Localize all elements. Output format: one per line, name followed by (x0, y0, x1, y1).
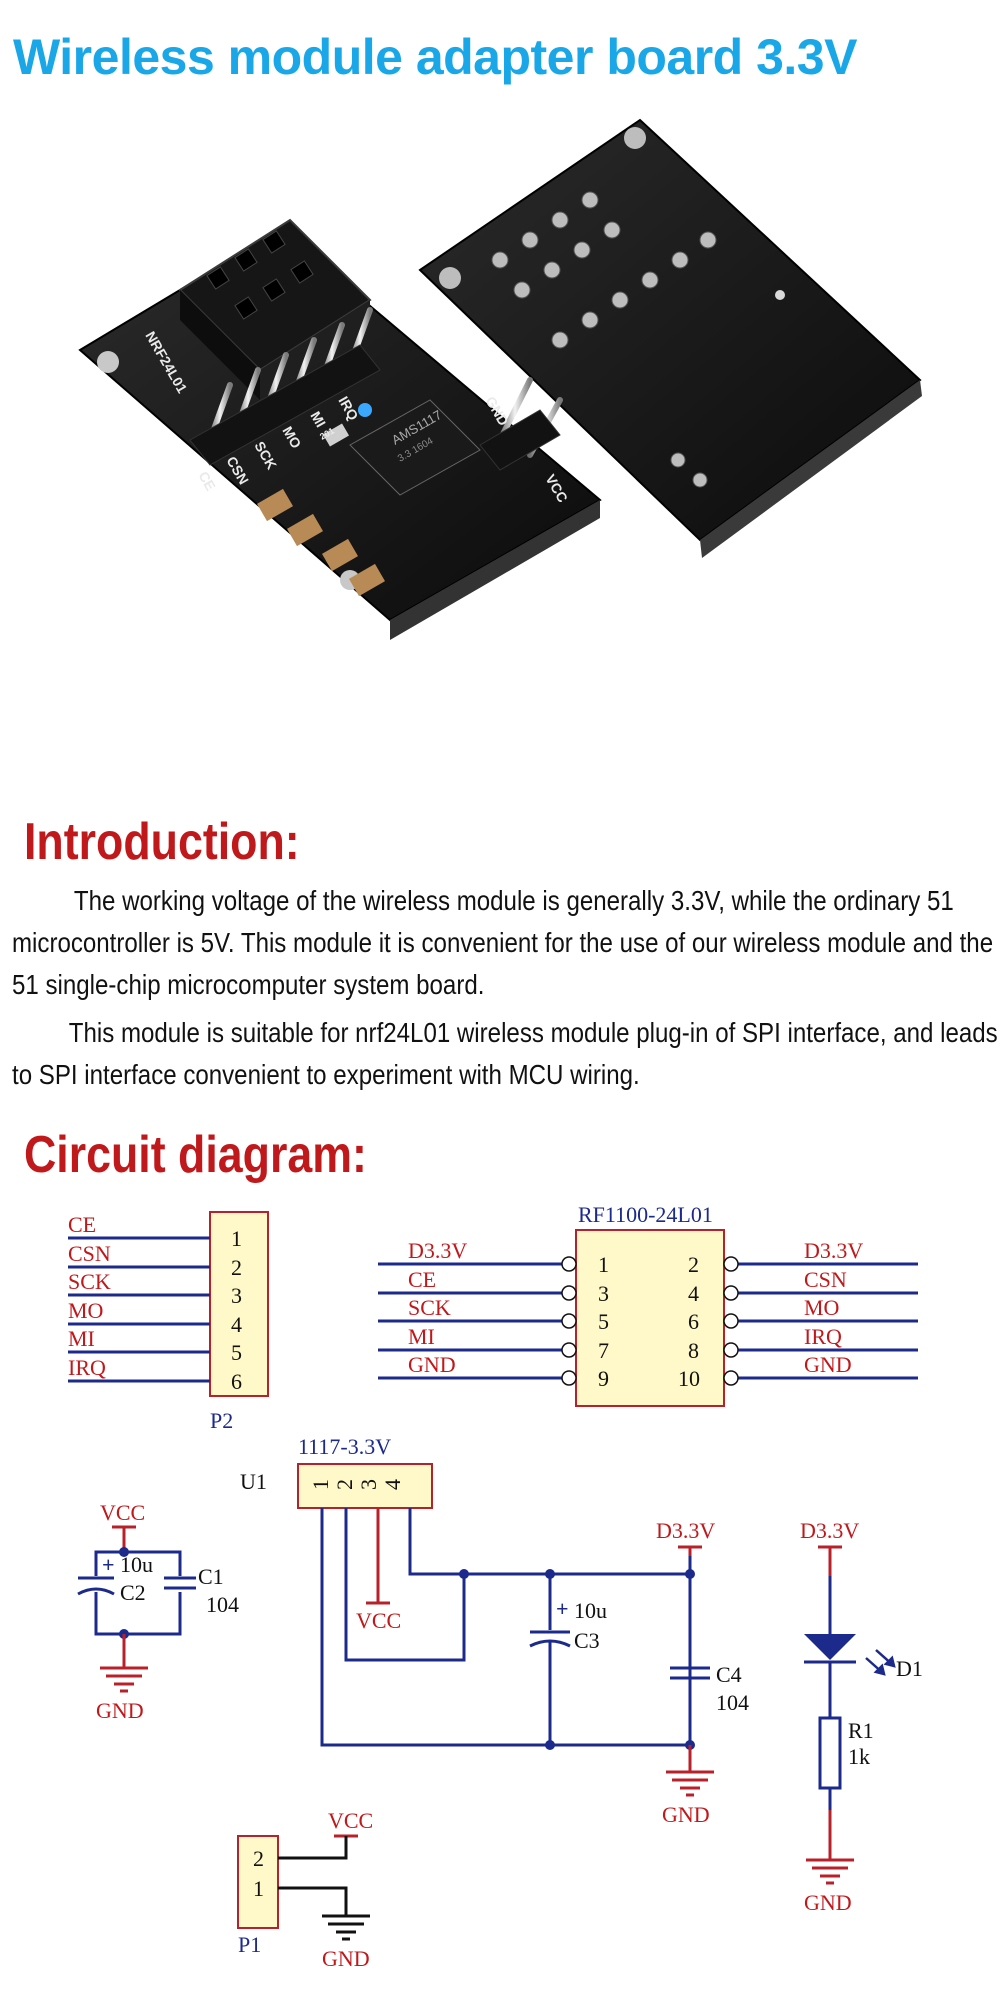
d1-name: D1 (896, 1656, 923, 1681)
rf-left-signal-1: D3.3V (408, 1238, 467, 1263)
p2-signal-mi: MI (68, 1326, 95, 1351)
p1-gnd-label: GND (322, 1946, 370, 1971)
d1-diode-icon (804, 1634, 856, 1660)
p1-pin-2: 2 (253, 1846, 264, 1871)
c4-gnd-label: GND (662, 1802, 710, 1827)
rf-left-signal-7: MI (408, 1324, 435, 1349)
p2-signal-ce: CE (68, 1212, 96, 1237)
p2-pin-2: 2 (231, 1255, 242, 1280)
board-front: AMS1117 3.3 1604 NRF24L01 CE CSN SCK MO … (78, 218, 602, 640)
led-resistor-branch: D3.3V D1 R1 1k GND (800, 1518, 923, 1915)
rf-right-signal-10: GND (804, 1352, 852, 1377)
c3-name: C3 (574, 1628, 600, 1653)
c4-name: C4 (716, 1662, 742, 1687)
rf-left-signal-9: GND (408, 1352, 456, 1377)
u1-pin-1: 1 (308, 1479, 333, 1490)
rf-pin-1: 1 (598, 1252, 609, 1277)
c4-capacitor: D3.3V C4 104 GND (656, 1518, 749, 1827)
c1-name: C1 (198, 1564, 224, 1589)
rf-pin-8: 8 (688, 1338, 699, 1363)
c3-value: 10u (574, 1598, 607, 1623)
r1-name: R1 (848, 1718, 874, 1743)
p1-name: P1 (238, 1932, 261, 1957)
c2-polarity: + (102, 1552, 115, 1577)
rf-pin-3: 3 (598, 1281, 609, 1306)
p2-pin-1: 1 (231, 1226, 242, 1251)
led-gnd-label: GND (804, 1890, 852, 1915)
r1-value: 1k (848, 1744, 870, 1769)
rf-pin-5: 5 (598, 1309, 609, 1334)
rf-pin-7: 7 (598, 1338, 609, 1363)
rf-left-signal-5: SCK (408, 1295, 451, 1320)
board-back (418, 118, 922, 558)
silk-ce: CE (195, 469, 219, 494)
intro-heading: Introduction: (24, 813, 300, 871)
c3-polarity: + (556, 1596, 569, 1621)
p2-signal-mo: MO (68, 1298, 103, 1323)
p2-signal-irq: IRQ (68, 1355, 106, 1380)
rf-right-signal-8: IRQ (804, 1324, 842, 1349)
c1-value: 104 (206, 1592, 239, 1617)
input-vcc-label: VCC (100, 1500, 145, 1525)
p1-pin-1: 1 (253, 1876, 264, 1901)
input-capacitors: VCC + 10u C2 C1 104 GND (77, 1500, 239, 1723)
rf-module-connector: RF1100-24L01 D3.3V CE SCK MI GND D3.3V C… (378, 1202, 918, 1407)
rf-pin-9: 9 (598, 1366, 609, 1391)
rf-right-signal-2: D3.3V (804, 1238, 863, 1263)
female-header-socket (178, 218, 372, 400)
p2-pin-4: 4 (231, 1312, 242, 1337)
rf-right-signal-4: CSN (804, 1267, 847, 1292)
rf-right-signal-6: MO (804, 1295, 839, 1320)
p2-name: P2 (210, 1408, 233, 1433)
rf-pin-10: 10 (678, 1366, 700, 1391)
led-d33-label: D3.3V (800, 1518, 859, 1543)
c3-capacitor: + 10u C3 (529, 1574, 607, 1745)
p1-vcc-label: VCC (328, 1808, 373, 1833)
circuit-diagram: CE CSN SCK MO MI IRQ 1 2 3 4 5 6 P2 RF11… (68, 1202, 923, 1971)
c4-d33-label: D3.3V (656, 1518, 715, 1543)
c2-name: C2 (120, 1580, 146, 1605)
regulator-chip: AMS1117 3.3 1604 (349, 399, 481, 496)
input-gnd-label: GND (96, 1698, 144, 1723)
circuit-heading: Circuit diagram: (24, 1126, 367, 1184)
rf-left-signal-3: CE (408, 1267, 436, 1292)
rf-pin-6: 6 (688, 1309, 699, 1334)
page-title: Wireless module adapter board 3.3V (13, 29, 857, 85)
p2-connector: CE CSN SCK MO MI IRQ 1 2 3 4 5 6 P2 (68, 1211, 269, 1433)
p2-pin-6: 6 (231, 1369, 242, 1394)
smd-capacitors (257, 423, 385, 597)
c4-value: 104 (716, 1690, 749, 1715)
u1-part: 1117-3.3V (298, 1434, 391, 1459)
led-indicator (358, 403, 372, 417)
product-photo: AMS1117 3.3 1604 NRF24L01 CE CSN SCK MO … (78, 118, 922, 640)
rf-module-name: RF1100-24L01 (578, 1202, 713, 1227)
u1-regulator: 1117-3.3V U1 1 2 3 4 VCC (240, 1434, 695, 1750)
p1-connector: VCC 2 1 GND P1 (237, 1808, 373, 1971)
u1-pin-3: 3 (356, 1479, 381, 1490)
p2-signal-sck: SCK (68, 1269, 111, 1294)
rf-pin-2: 2 (688, 1252, 699, 1277)
p2-signal-csn: CSN (68, 1241, 111, 1266)
p2-pin-3: 3 (231, 1283, 242, 1308)
rf-pin-4: 4 (688, 1281, 699, 1306)
intro-paragraph-1: The working voltage of the wireless modu… (12, 885, 994, 1000)
intro-paragraph-2: This module is suitable for nrf24L01 wir… (12, 1017, 998, 1090)
u1-pin-2: 2 (332, 1479, 357, 1490)
silk-mi: MI (307, 409, 329, 430)
p2-pin-5: 5 (231, 1340, 242, 1365)
u1-vcc-label: VCC (356, 1608, 401, 1633)
u1-name: U1 (240, 1469, 267, 1494)
c2-value: 10u (120, 1552, 153, 1577)
intro-text: The working voltage of the wireless modu… (12, 880, 1000, 1096)
back-solder-pads (491, 191, 717, 488)
u1-pin-4: 4 (380, 1479, 405, 1490)
